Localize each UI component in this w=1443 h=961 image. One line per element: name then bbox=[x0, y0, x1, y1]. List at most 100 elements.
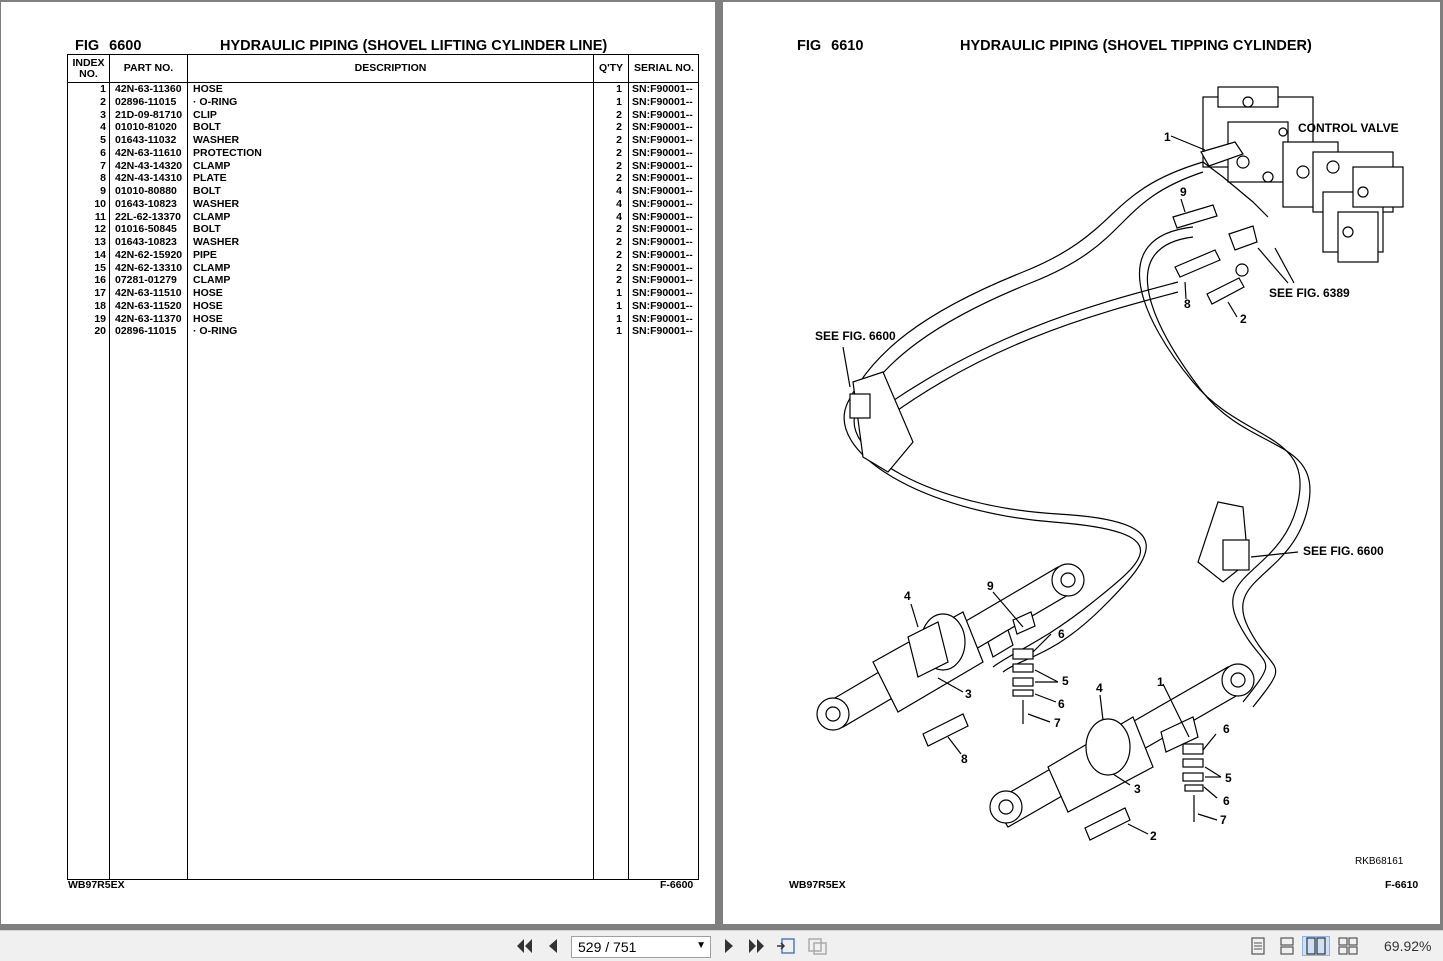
description-cell: CLIP bbox=[193, 108, 217, 121]
serial-cell: SN:F90001-- bbox=[632, 325, 693, 338]
fig-label: FIG bbox=[75, 38, 100, 54]
callout-number: 4 bbox=[904, 589, 911, 603]
description-cell: BOLT bbox=[193, 223, 221, 236]
index-cell: 5 bbox=[100, 134, 106, 146]
description-cell: CLAMP bbox=[193, 210, 231, 223]
description-cell: WASHER bbox=[193, 236, 240, 248]
fit-width-icon bbox=[808, 938, 827, 955]
page-number-input[interactable]: 529 / 751 ▼ bbox=[571, 936, 711, 958]
two-page-continuous-button[interactable] bbox=[1336, 936, 1360, 956]
description-cell: PROTECTION bbox=[193, 146, 262, 159]
single-page-view-button[interactable] bbox=[1247, 936, 1269, 956]
part-no-cell: 42N-62-15920 bbox=[115, 248, 183, 261]
description-cell: CLAMP bbox=[193, 261, 231, 274]
description-cell: CLAMP bbox=[193, 159, 231, 172]
description-cell: HOSE bbox=[193, 312, 223, 325]
two-page-icon bbox=[1306, 937, 1326, 955]
footer-page-number: F-6600 bbox=[660, 879, 694, 891]
part-no-cell: 42N-63-11610 bbox=[115, 146, 182, 159]
index-cell: 13 bbox=[94, 236, 106, 248]
label-see-fig-6600: SEE FIG. 6600 bbox=[1303, 544, 1384, 558]
index-cell: 7 bbox=[100, 159, 106, 172]
last-page-icon bbox=[749, 939, 764, 953]
index-cell: 15 bbox=[94, 261, 106, 274]
callout-number: 2 bbox=[1240, 312, 1247, 326]
previous-page-button[interactable] bbox=[544, 936, 562, 956]
serial-cell: SN:F90001-- bbox=[632, 159, 693, 172]
qty-cell: 1 bbox=[616, 83, 622, 95]
qty-cell: 2 bbox=[616, 236, 622, 248]
part-no-cell: 42N-43-14320 bbox=[115, 159, 183, 172]
continuous-view-button[interactable] bbox=[1276, 936, 1298, 956]
part-no-cell: 01010-80880 bbox=[115, 185, 177, 197]
serial-cell: SN:F90001-- bbox=[632, 299, 693, 312]
chevron-down-icon[interactable]: ▼ bbox=[696, 940, 706, 951]
callout-number: 9 bbox=[1180, 185, 1187, 199]
header-part-no: PART NO. bbox=[123, 62, 174, 74]
fit-page-button[interactable] bbox=[775, 936, 799, 956]
qty-cell: 2 bbox=[616, 134, 622, 146]
header-qty: Q'TY bbox=[598, 62, 624, 74]
fig-label: FIG bbox=[797, 38, 822, 54]
qty-cell: 4 bbox=[616, 210, 622, 223]
callout-number: 6 bbox=[1223, 794, 1230, 808]
description-cell: · O-RING bbox=[193, 95, 238, 108]
index-cell: 3 bbox=[100, 108, 106, 121]
callout-number: 6 bbox=[1058, 697, 1065, 711]
callout-number: 9 bbox=[987, 579, 994, 593]
last-page-button[interactable] bbox=[746, 936, 768, 956]
qty-cell: 1 bbox=[616, 95, 622, 108]
serial-cell: SN:F90001-- bbox=[632, 83, 693, 95]
qty-cell: 4 bbox=[616, 185, 622, 197]
callout-number: 5 bbox=[1062, 674, 1069, 688]
serial-cell: SN:F90001-- bbox=[632, 146, 693, 159]
description-cell: WASHER bbox=[193, 197, 240, 210]
qty-cell: 1 bbox=[616, 299, 622, 312]
qty-cell: 2 bbox=[616, 121, 622, 134]
index-cell: 12 bbox=[94, 223, 106, 236]
description-cell: WASHER bbox=[193, 134, 240, 146]
qty-cell: 4 bbox=[616, 197, 622, 210]
next-page-button[interactable] bbox=[720, 936, 738, 956]
callout-number: 7 bbox=[1220, 813, 1227, 827]
description-cell: HOSE bbox=[193, 83, 223, 95]
zoom-level[interactable]: 69.92% bbox=[1384, 938, 1432, 954]
two-page-continuous-icon bbox=[1338, 937, 1358, 955]
qty-cell: 2 bbox=[616, 108, 622, 121]
serial-cell: SN:F90001-- bbox=[632, 210, 693, 223]
cylinder-lower bbox=[989, 663, 1255, 828]
first-page-button[interactable] bbox=[514, 936, 536, 956]
index-cell: 17 bbox=[94, 287, 106, 299]
continuous-page-icon bbox=[1280, 937, 1294, 955]
description-cell: BOLT bbox=[193, 121, 221, 134]
description-cell: CLAMP bbox=[193, 274, 231, 287]
callout-number: 6 bbox=[1058, 627, 1065, 641]
callout-number: 1 bbox=[1157, 675, 1164, 689]
fit-page-icon bbox=[777, 938, 795, 954]
two-page-view-button[interactable] bbox=[1302, 936, 1330, 956]
footer-page-number: F-6610 bbox=[1385, 879, 1419, 891]
parts-table: INDEX NO. PART NO. DESCRIPTION Q'TY SERI… bbox=[67, 54, 699, 880]
qty-cell: 1 bbox=[616, 312, 622, 325]
index-cell: 9 bbox=[100, 185, 106, 197]
index-cell: 18 bbox=[94, 299, 106, 312]
viewer-toolbar: 529 / 751 ▼ 69.92% bbox=[0, 930, 1443, 961]
footer-model: WB97R5EX bbox=[789, 879, 846, 891]
serial-cell: SN:F90001-- bbox=[632, 134, 693, 146]
hydraulic-diagram: CONTROL VALVE SEE FIG. 6389 SEE FIG. 660… bbox=[815, 86, 1404, 867]
fit-width-button[interactable] bbox=[805, 936, 829, 956]
part-no-cell: 22L-62-13370 bbox=[115, 210, 181, 223]
